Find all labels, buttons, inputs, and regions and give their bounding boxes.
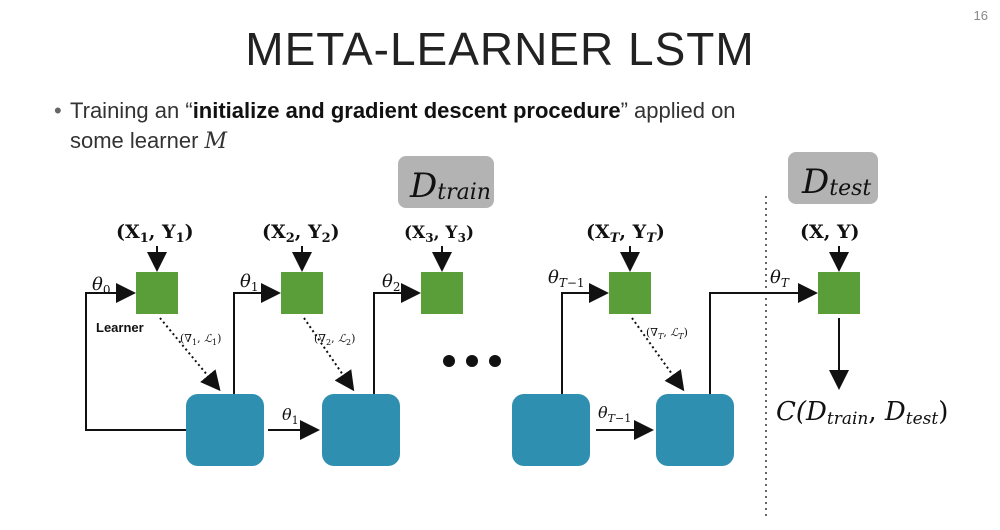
slide-number: 16: [973, 8, 988, 23]
input-label-3: (X3, Y3): [404, 223, 474, 245]
grad-label-2: (∇2, ℒ2): [314, 332, 355, 347]
output-label: C(Dtrain, Dtest): [776, 397, 948, 429]
input-label-test: (X, Y): [800, 221, 860, 243]
lstm-cell-2: [322, 394, 400, 466]
lstm-to-learner-test: [709, 283, 818, 394]
theta-label-1: θ1: [240, 271, 258, 294]
input-label-2: (X2, Y2): [262, 221, 340, 246]
theta-label-t: θT: [770, 267, 790, 290]
ellipsis-dot-2: [466, 355, 478, 367]
d-test-box: [788, 152, 878, 204]
grad-label-1: (∇1, ℒ1): [180, 332, 221, 347]
theta-label-2: θ2: [382, 271, 400, 294]
theta-between-1: θ1: [282, 405, 299, 427]
lstm-to-learner-2: [233, 283, 281, 394]
lstm-cell-t-1: [512, 394, 590, 466]
theta-between-t-1: θT−1: [598, 403, 631, 425]
bullet-post: ” applied on: [620, 98, 736, 123]
bullet-pre: Training an “: [70, 98, 193, 123]
d-train-box: [398, 156, 494, 208]
learner-box-t: [609, 272, 651, 314]
ellipsis-dot-1: [443, 355, 455, 367]
ellipsis-dot-3: [489, 355, 501, 367]
bullet-bold: initialize and gradient descent procedur…: [192, 98, 621, 123]
d-train-label: Dtrain: [409, 166, 491, 206]
slide-title: META-LEARNER LSTM: [245, 23, 755, 75]
theta-label-t-1: θT−1: [548, 267, 585, 290]
d-test-label: Dtest: [801, 162, 871, 202]
learner-label: Learner: [96, 320, 144, 335]
learner-box-2: [281, 272, 323, 314]
grad-arrow-1: [159, 317, 221, 392]
learner-box-3: [421, 272, 463, 314]
lstm-to-learner-t: [561, 283, 609, 394]
grad-label-t: (∇T, ℒT): [646, 326, 688, 341]
input-label-t: (XT, YT): [586, 221, 665, 246]
bullet-var-m: M: [204, 129, 228, 154]
bullet-line2: some learner: [70, 128, 205, 153]
grad-arrow-2: [303, 317, 355, 392]
learner-box-test: [818, 272, 860, 314]
lstm-to-learner-3: [373, 283, 421, 394]
lstm-cell-1: [186, 394, 264, 466]
grad-arrow-t: [631, 317, 685, 392]
learner-box-1: [136, 272, 178, 314]
init-arrow: [85, 283, 186, 431]
input-label-1: (X1, Y1): [116, 221, 194, 246]
lstm-cell-t: [656, 394, 734, 466]
bullet-dot: •: [54, 98, 62, 123]
bullet-text: • Training an “initialize and gradient de…: [54, 96, 954, 157]
